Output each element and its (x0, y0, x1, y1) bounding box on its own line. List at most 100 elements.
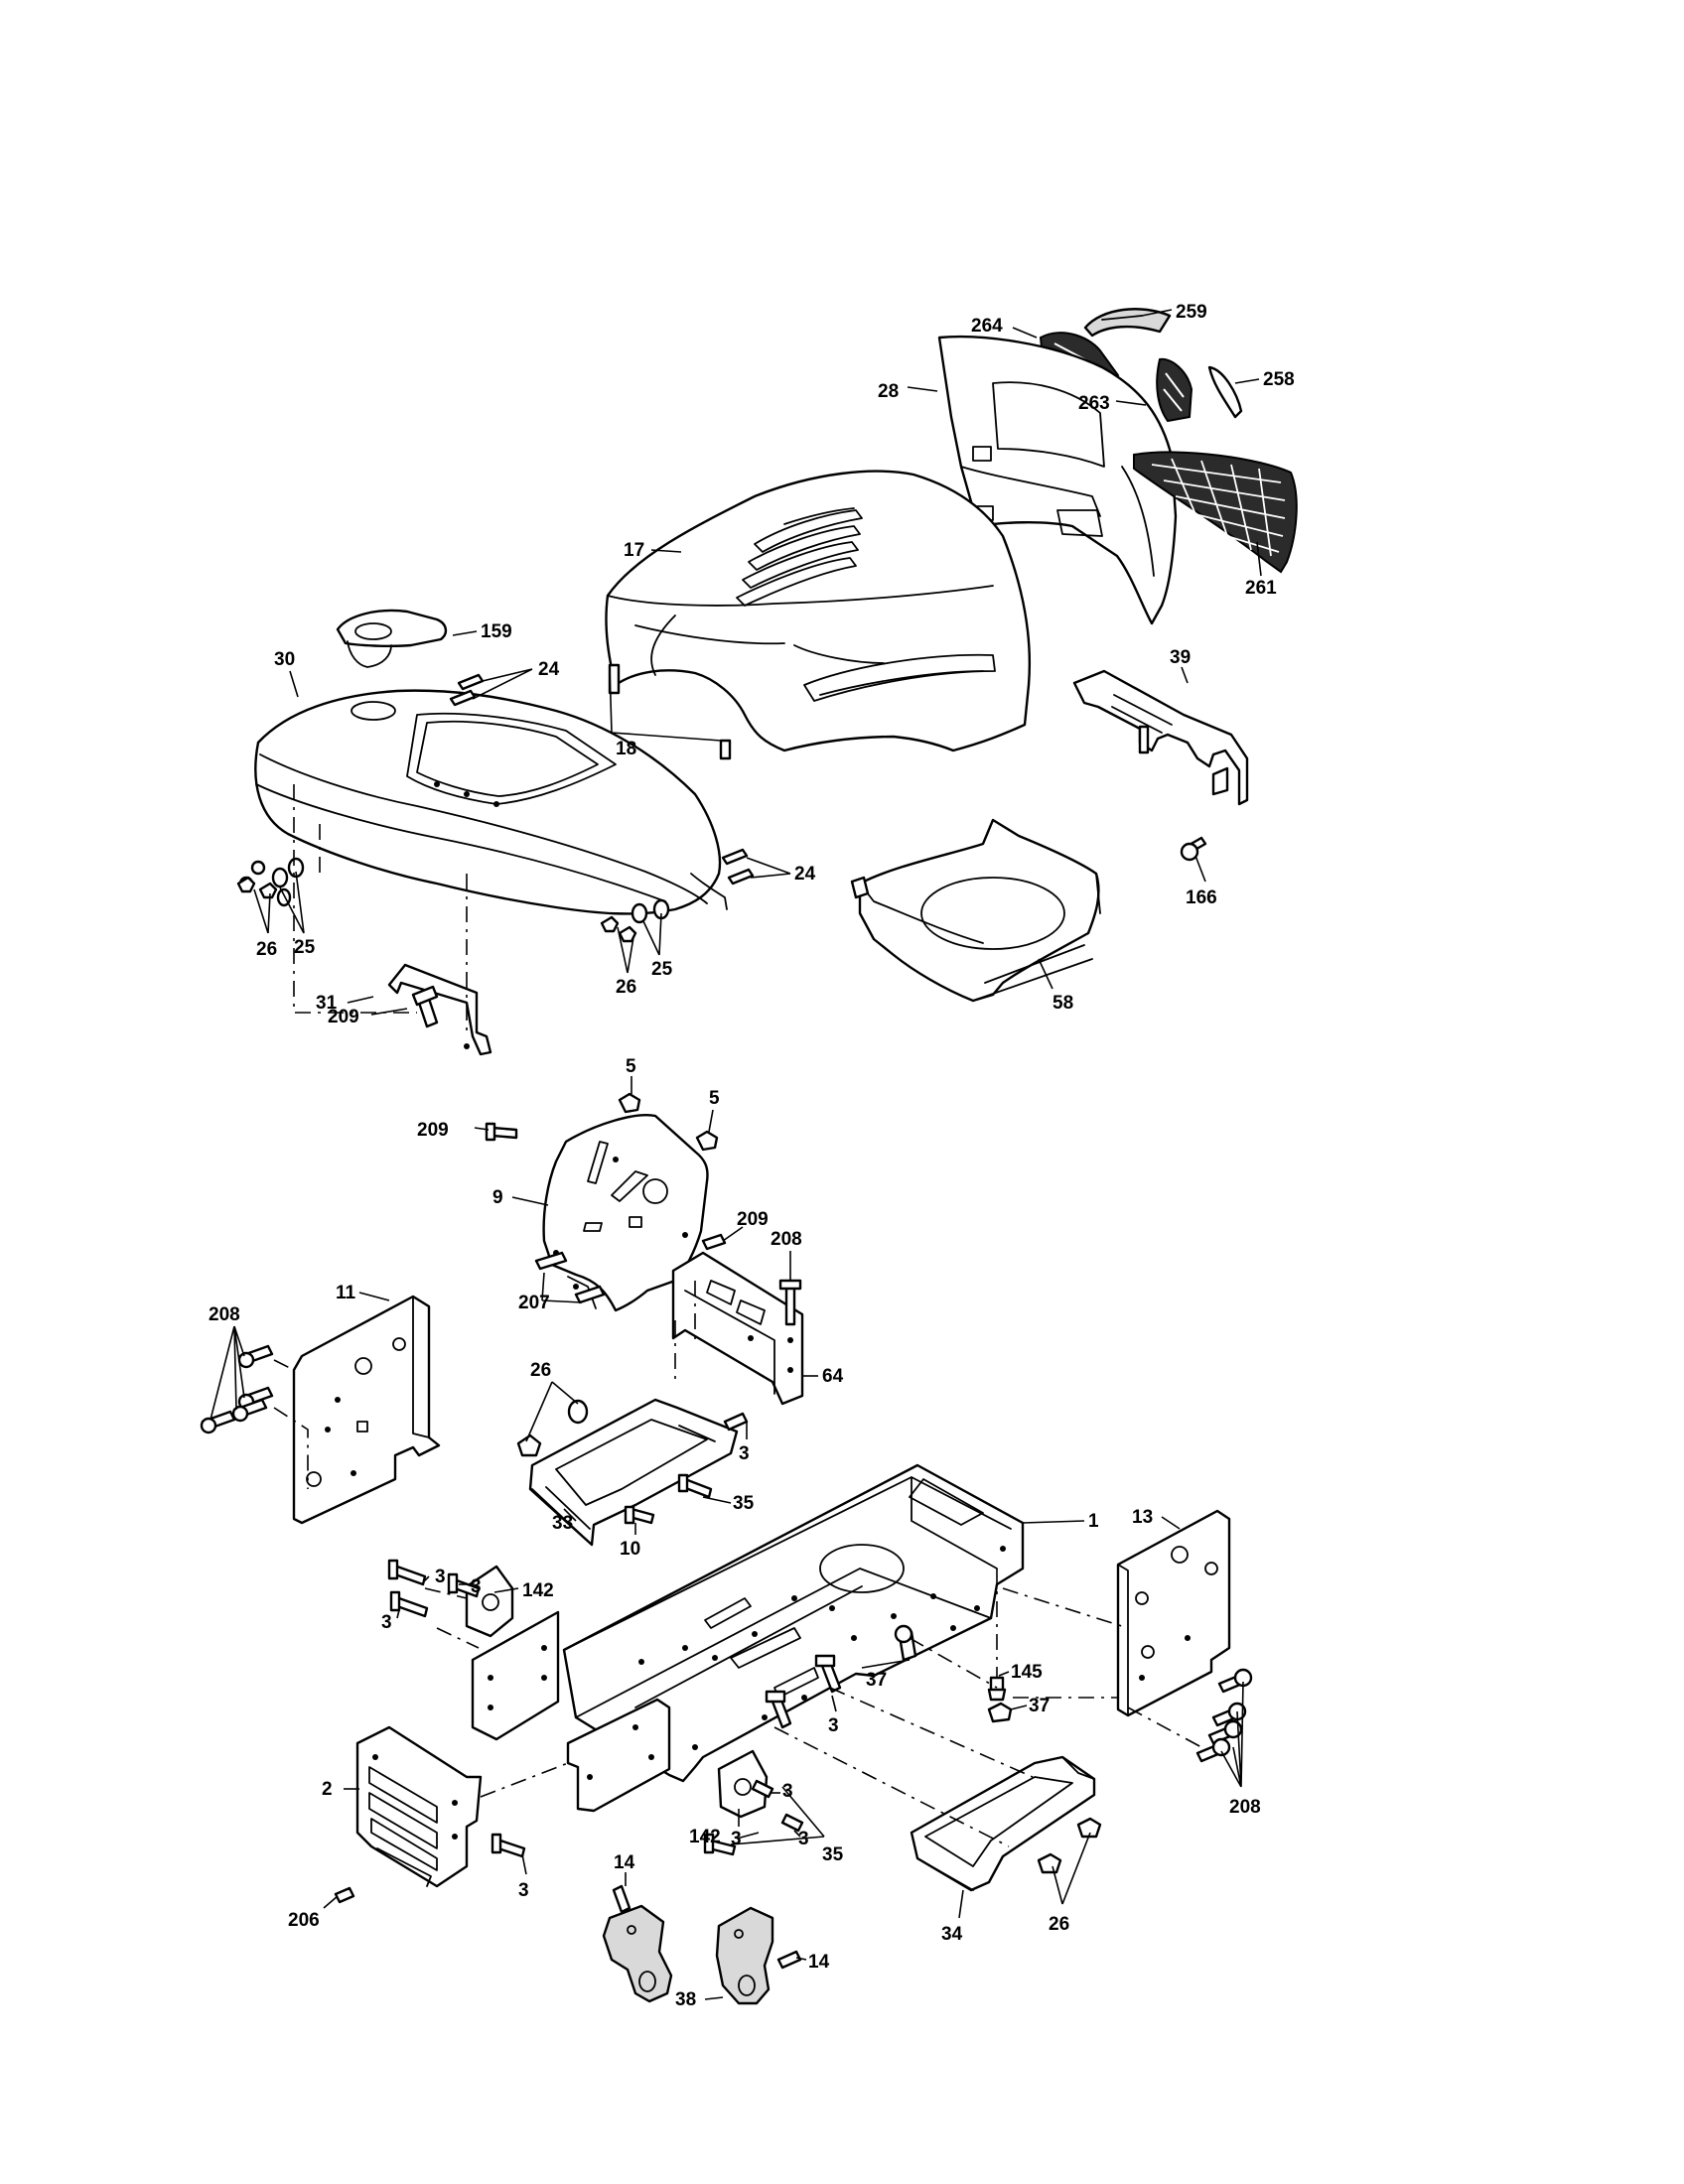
callout-3-frame-c: 3 (731, 1829, 742, 1849)
main-frame-1 (562, 1463, 1025, 1783)
bolts-24-mid (721, 848, 755, 886)
grille-261 (1133, 451, 1298, 574)
brackets-38 (602, 1904, 774, 2005)
callout-166: 166 (1186, 887, 1217, 908)
callout-26-left: 26 (256, 939, 277, 960)
leader-lines (210, 309, 1262, 2000)
callout-261: 261 (1245, 578, 1277, 599)
dash-panel-9 (542, 1114, 709, 1312)
nut-5-right (695, 1130, 719, 1152)
nut-37-b (987, 1702, 1013, 1723)
callout-263: 263 (1078, 393, 1110, 414)
callout-209-seat: 209 (328, 1007, 359, 1027)
callout-3-left-b: 3 (471, 1576, 482, 1597)
callout-145: 145 (1011, 1662, 1043, 1683)
bolts-208-left (200, 1344, 274, 1434)
screw-206 (334, 1886, 355, 1904)
axle-bracket-142-bottom (717, 1749, 769, 1819)
nuts-26-footrest (516, 1399, 589, 1457)
screw-166 (1180, 836, 1207, 862)
callout-33: 33 (552, 1513, 573, 1534)
callout-30: 30 (274, 649, 295, 670)
hood-body-17 (605, 470, 1032, 752)
bolts-3-left-group (387, 1559, 481, 1618)
callout-142-top: 142 (522, 1580, 554, 1601)
footrest-34 (910, 1755, 1096, 1892)
callout-3-frame-b: 3 (782, 1781, 793, 1802)
callout-206: 206 (288, 1910, 320, 1931)
callout-31: 31 (316, 993, 338, 1014)
callout-5-top: 5 (626, 1056, 636, 1077)
bolts-35-frame (703, 1833, 737, 1856)
cup-holder-159 (336, 609, 448, 668)
callout-17: 17 (624, 540, 644, 561)
spacer-145 (987, 1676, 1007, 1702)
alignment-lines (273, 784, 1202, 1847)
callout-11: 11 (336, 1283, 356, 1303)
axle-bracket-142-top (465, 1565, 514, 1638)
callout-3-frame-a: 3 (828, 1715, 839, 1736)
callout-28: 28 (878, 381, 899, 402)
bolt-209-seat (411, 985, 439, 1028)
headlight-lens-258 (1207, 365, 1243, 419)
decal-18 (608, 663, 732, 760)
callout-64: 64 (822, 1366, 844, 1387)
seat-pan-30 (254, 689, 728, 915)
callout-142-bottom: 142 (689, 1827, 721, 1847)
callout-26-bottom: 26 (1049, 1914, 1069, 1935)
callout-208-top: 208 (771, 1229, 802, 1250)
bolt-35-footrest (677, 1473, 713, 1499)
callout-25-right: 25 (651, 959, 673, 980)
bracket-39 (1072, 669, 1249, 806)
callout-38: 38 (675, 1989, 696, 2010)
callout-58: 58 (1052, 993, 1073, 1014)
callout-1: 1 (1088, 1511, 1099, 1532)
callout-259: 259 (1176, 302, 1207, 323)
callout-159: 159 (481, 621, 512, 642)
callout-3-frame-d: 3 (798, 1829, 809, 1849)
hood-28 (937, 335, 1178, 625)
callout-18: 18 (616, 739, 636, 759)
callout-207: 207 (518, 1293, 550, 1313)
front-plate-inner (566, 1698, 671, 1813)
callout-9: 9 (492, 1187, 503, 1208)
pan-58 (850, 818, 1101, 1003)
callout-208-left: 208 (209, 1304, 240, 1325)
callout-35-footrest: 35 (733, 1493, 755, 1514)
washers-nuts-25-26-right (600, 898, 670, 943)
nuts-26-footrest-bottom (1037, 1817, 1102, 1874)
callout-labels: 259 264 258 263 28 261 17 159 24 30 18 3… (209, 302, 1295, 2010)
bolt-3-bumper (491, 1833, 526, 1858)
hood-trim-259 (1083, 308, 1172, 338)
callout-5-right: 5 (709, 1088, 720, 1109)
callout-258: 258 (1263, 369, 1295, 390)
side-plate-11 (292, 1295, 441, 1525)
callout-10: 10 (620, 1539, 640, 1560)
bolt-10 (624, 1505, 655, 1525)
callout-26-footrest: 26 (530, 1360, 551, 1381)
bolts-207 (534, 1251, 606, 1304)
callout-25-left: 25 (294, 937, 316, 958)
callout-37-b: 37 (1029, 1696, 1050, 1716)
callout-37-a: 37 (866, 1670, 887, 1691)
callout-34: 34 (941, 1924, 963, 1945)
callout-209-right: 209 (737, 1209, 769, 1230)
callout-35-frame: 35 (822, 1844, 844, 1865)
bolts-24-top (449, 673, 485, 707)
bolt-209-left (485, 1122, 518, 1142)
nut-5-top (618, 1092, 641, 1114)
washers-nuts-25-26-left (236, 857, 305, 907)
callout-26-right: 26 (616, 977, 636, 998)
callout-2: 2 (322, 1779, 333, 1800)
callout-39: 39 (1170, 647, 1191, 668)
bolts-14 (612, 1884, 802, 1970)
callout-3-bumper: 3 (518, 1880, 529, 1901)
callout-3-footrest: 3 (739, 1443, 750, 1464)
side-plate-13 (1116, 1509, 1231, 1717)
callout-264: 264 (971, 316, 1003, 337)
seat-bracket-31 (387, 963, 492, 1056)
callout-208-right: 208 (1229, 1797, 1261, 1818)
callout-3-left-c: 3 (381, 1612, 392, 1633)
callout-209-left: 209 (417, 1120, 449, 1141)
